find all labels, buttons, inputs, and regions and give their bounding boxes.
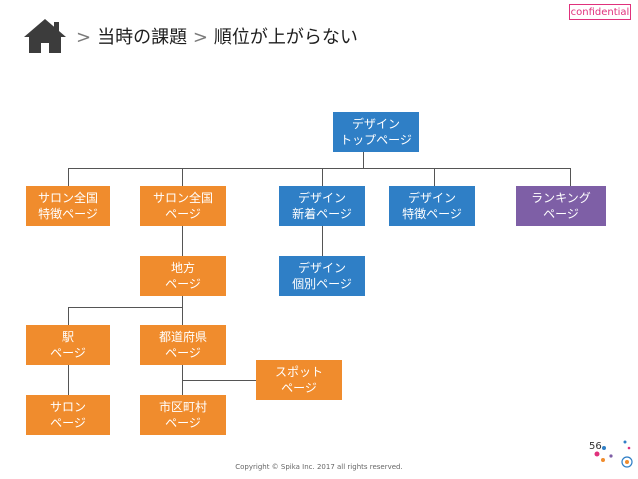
- connector-line: [182, 168, 183, 186]
- node-design-shinchaku: デザイン 新着ページ: [279, 186, 365, 226]
- node-spot: スポット ページ: [256, 360, 342, 400]
- node-salon-zenkoku-tokucho: サロン全国 特徴ページ: [26, 186, 110, 226]
- connector-line: [322, 168, 323, 186]
- breadcrumb-text: >当時の課題 >順位が上がらない: [76, 23, 358, 49]
- node-label: 新着ページ: [292, 207, 352, 221]
- node-label: サロン: [49, 400, 86, 414]
- connector-line: [68, 168, 571, 169]
- company-logo-icon: [594, 440, 633, 468]
- node-label: ページ: [165, 346, 201, 360]
- node-label: スポット: [274, 365, 323, 379]
- connector-line: [182, 296, 183, 307]
- node-label: ページ: [50, 416, 86, 430]
- confidential-badge: confidential: [569, 4, 631, 20]
- connector-line: [182, 380, 256, 381]
- node-label: 地方: [170, 261, 195, 275]
- node-chiho: 地方 ページ: [140, 256, 226, 296]
- node-label: ページ: [165, 207, 201, 221]
- node-eki: 駅 ページ: [26, 325, 110, 365]
- node-label: ページ: [543, 207, 579, 221]
- node-label: 都道府県: [158, 330, 207, 344]
- node-label: デザイン: [297, 191, 346, 205]
- node-label: デザイン: [297, 261, 346, 275]
- node-label: ページ: [50, 346, 86, 360]
- breadcrumb-separator: >: [192, 27, 208, 48]
- node-label: ページ: [165, 416, 201, 430]
- node-ranking: ランキング ページ: [516, 186, 606, 226]
- page-title: 順位が上がらない: [213, 27, 358, 48]
- node-salon-zenkoku: サロン全国 ページ: [140, 186, 226, 226]
- connector-line: [322, 226, 323, 256]
- connector-line: [68, 307, 183, 308]
- node-label: サロン全国: [152, 191, 213, 205]
- node-todofuken: 都道府県 ページ: [140, 325, 226, 365]
- breadcrumb: >当時の課題 >順位が上がらない: [22, 16, 358, 56]
- node-shikuchoson: 市区町村 ページ: [140, 395, 226, 435]
- node-label: デザイン: [407, 191, 456, 205]
- node-label: 特徴ページ: [38, 207, 98, 221]
- node-label: ページ: [165, 277, 201, 291]
- node-label: トップページ: [340, 133, 412, 147]
- connector-line: [68, 365, 69, 395]
- home-icon: [24, 19, 66, 53]
- connector-line: [68, 168, 69, 186]
- connector-line: [570, 168, 571, 186]
- node-design-kobetsu: デザイン 個別ページ: [279, 256, 365, 296]
- breadcrumb-separator: >: [76, 27, 92, 48]
- connector-line: [363, 151, 364, 169]
- page-number: 56: [589, 441, 602, 452]
- node-design-top: デザイン トップページ: [333, 112, 419, 152]
- connector-line: [182, 226, 183, 256]
- connector-line: [68, 307, 69, 325]
- node-label: デザイン: [351, 117, 400, 131]
- connector-line: [182, 307, 183, 325]
- breadcrumb-item-current-issue: 当時の課題: [97, 27, 188, 48]
- node-label: 市区町村: [158, 400, 207, 414]
- node-label: ページ: [281, 381, 317, 395]
- node-label: 特徴ページ: [402, 207, 462, 221]
- node-design-tokucho: デザイン 特徴ページ: [389, 186, 475, 226]
- node-label: 個別ページ: [292, 277, 352, 291]
- node-label: サロン全国: [37, 191, 98, 205]
- node-label: ランキング: [531, 191, 591, 205]
- node-salon: サロン ページ: [26, 395, 110, 435]
- connector-line: [434, 168, 435, 186]
- copyright-footer: Copyright © Spika Inc. 2017 all rights r…: [235, 463, 403, 471]
- node-label: 駅: [61, 330, 74, 344]
